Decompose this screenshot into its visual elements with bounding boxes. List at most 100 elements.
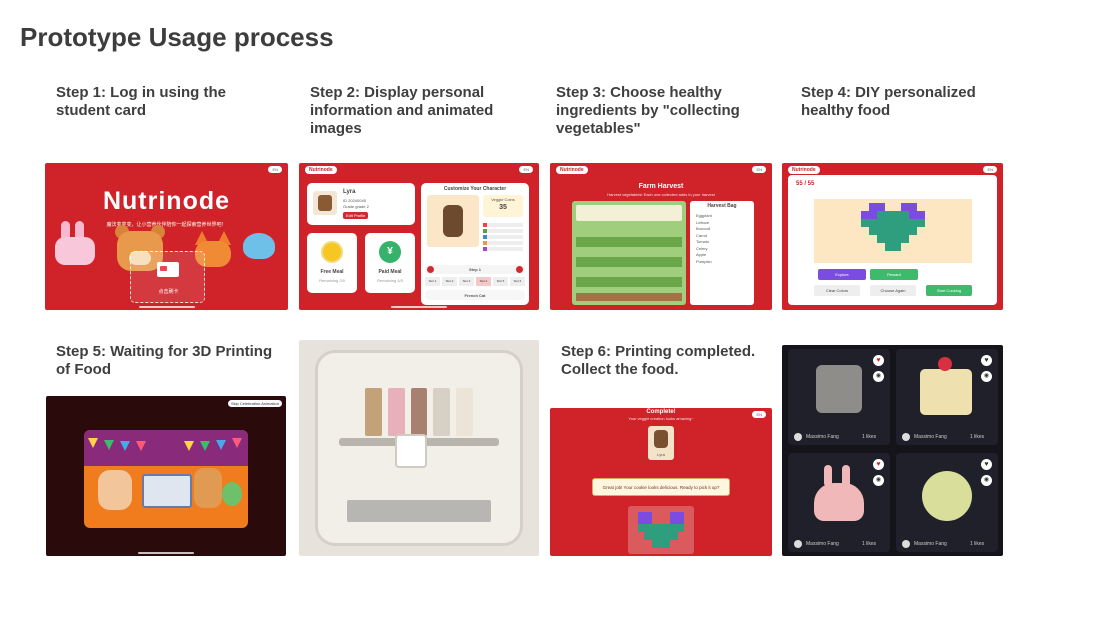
home-indicator: [138, 306, 195, 308]
pixel-canvas[interactable]: [814, 199, 972, 263]
gallery-likes: 1 likes: [862, 541, 877, 547]
farm-subtitle: Harvest vegetables! Each one collected a…: [607, 192, 715, 197]
heart-pixel-art: [861, 203, 925, 251]
heart-icon[interactable]: ♥: [873, 355, 884, 366]
login-screen: EN Nutrinode 魔法变变变，让小营养伙伴陪你一起探索营养世界吧！ 点击…: [45, 163, 288, 310]
food-printer-photo: [299, 340, 539, 556]
free-meal-note: Remaining 2/5: [319, 278, 345, 283]
gallery-user: Massimo Fang: [806, 434, 839, 440]
printer-machine-icon: [142, 474, 192, 508]
card-caption: 点击刷卡: [158, 289, 179, 295]
gallery-item[interactable]: ♥ ◉ Massimo Fang 1 likes: [896, 349, 998, 445]
waiting-screen: Skip Celebration Animation: [46, 396, 286, 556]
complete-screen: EN Complete! Your veggie creation looks …: [550, 408, 772, 556]
gallery-item[interactable]: ♥ ◉ Massimo Fang 1 likes: [788, 349, 890, 445]
choose-again-button[interactable]: Choose Again: [870, 285, 916, 296]
menu-button[interactable]: EN: [752, 166, 766, 173]
character-avatar: Lyra: [648, 426, 674, 460]
clear-colors-button[interactable]: Clear Colors: [814, 285, 860, 296]
page-title: Prototype Usage process: [20, 22, 334, 52]
menu-button[interactable]: EN: [519, 166, 533, 173]
celebration-scene: [84, 430, 248, 528]
skip-animation-button[interactable]: Skip Celebration Animation: [227, 400, 282, 407]
profile-card: Lyra ID 20240045 Grade grade 2 Edit Prof…: [307, 183, 415, 225]
yen-coin-icon: ¥: [379, 241, 401, 263]
strawberry-icon: [938, 357, 952, 371]
home-indicator: [138, 552, 194, 554]
eye-icon[interactable]: ◉: [873, 475, 884, 486]
fox-character-icon: [193, 231, 233, 269]
user-name: Lyra: [343, 189, 356, 195]
complete-title: Complete!: [646, 409, 676, 415]
farm-field[interactable]: [572, 201, 686, 305]
eye-icon[interactable]: ◉: [981, 475, 992, 486]
bunny-character-icon: [53, 221, 103, 266]
profile-screen: Nutrinode EN Lyra ID 20240045 Grade grad…: [299, 163, 539, 310]
id-row: ID 20240045: [343, 198, 366, 203]
user-avatar: [794, 540, 802, 548]
slot-row[interactable]: Slot 1 Slot 2 Slot 3 Slot 4 Slot 5 Slot …: [425, 277, 525, 286]
farm-harvest-screen: Nutrinode EN Farm Harvest Harvest vegeta…: [550, 163, 772, 310]
edit-profile-button[interactable]: Edit Profile: [343, 212, 369, 219]
explore-button[interactable]: Explore: [818, 269, 866, 280]
gallery-item[interactable]: ♥ ◉ Massimo Fang 1 likes: [788, 453, 890, 552]
diy-panel: 55 / 55 Explore Reward: [788, 175, 997, 305]
student-card-icon: [157, 262, 179, 277]
printed-food-preview: [628, 506, 694, 554]
food-select[interactable]: French Cat: [425, 290, 525, 300]
name-tag: Lyra: [657, 452, 665, 457]
user-avatar: [794, 433, 802, 441]
gallery-item[interactable]: ♥ ◉ Massimo Fang 1 likes: [896, 453, 998, 552]
home-indicator: [391, 306, 447, 308]
brand-badge: Nutrinode: [556, 166, 588, 174]
heart-icon[interactable]: ♥: [981, 355, 992, 366]
eye-icon[interactable]: ◉: [873, 371, 884, 382]
gallery-user: Massimo Fang: [914, 541, 947, 547]
user-avatar: [902, 540, 910, 548]
diy-screen: Nutrinode EN 55 / 55: [782, 163, 1003, 310]
step-6-label: Step 6: Printing completed.Collect the f…: [561, 343, 756, 378]
bunny-food-image: [814, 483, 864, 521]
cube-food-image: [816, 365, 862, 413]
menu-button[interactable]: EN: [752, 411, 766, 418]
paid-meal-card[interactable]: ¥ Paid Meal Remaining 4/5: [365, 233, 415, 293]
bunting-icon: [88, 438, 242, 451]
print-head-icon: [395, 434, 427, 468]
free-meal-label: Free Meal: [320, 269, 344, 275]
coin-icon: [321, 241, 343, 263]
menu-button[interactable]: EN: [983, 166, 997, 173]
heart-pixel-art: [638, 512, 684, 548]
step-selector[interactable]: Step 1: [425, 265, 525, 274]
heart-icon[interactable]: ♥: [981, 459, 992, 470]
gallery-likes: 1 likes: [862, 434, 877, 440]
reward-button[interactable]: Reward: [870, 269, 918, 280]
heart-icon[interactable]: ♥: [873, 459, 884, 470]
eye-icon[interactable]: ◉: [981, 371, 992, 382]
card-reader[interactable]: 点击刷卡: [130, 251, 205, 303]
bunny-character-icon: [98, 470, 132, 510]
customize-panel: Customize Your Character Veggie Coins 35…: [421, 183, 529, 305]
start-cooking-button[interactable]: Start Cooking: [926, 285, 972, 296]
complete-subtitle: Your veggie creation looks amazing~: [628, 416, 694, 421]
bird-character-icon: [222, 482, 242, 506]
veggie-coins-box: Veggie Coins 35: [483, 195, 523, 217]
gallery-user: Massimo Fang: [914, 434, 947, 440]
food-gallery: ♥ ◉ Massimo Fang 1 likes ♥ ◉ Massimo Fan…: [782, 345, 1003, 556]
smiley-cookie-image: [922, 471, 972, 521]
pixel-counter: 55 / 55: [796, 181, 815, 187]
ingredient-list[interactable]: [483, 221, 523, 261]
language-button[interactable]: EN: [268, 166, 282, 173]
cake-food-image: [920, 369, 972, 415]
paid-meal-label: Paid Meal: [378, 269, 402, 275]
bird-character-icon: [243, 233, 275, 259]
brand-logo-text: Nutrinode: [102, 187, 231, 215]
login-subtitle: 魔法变变变，让小营养伙伴陪你一起探索营养世界吧！: [106, 222, 227, 228]
free-meal-card[interactable]: Free Meal Remaining 2/5: [307, 233, 357, 293]
grade-row: Grade grade 2: [343, 204, 369, 209]
ingredient-cartridges: [365, 388, 473, 436]
